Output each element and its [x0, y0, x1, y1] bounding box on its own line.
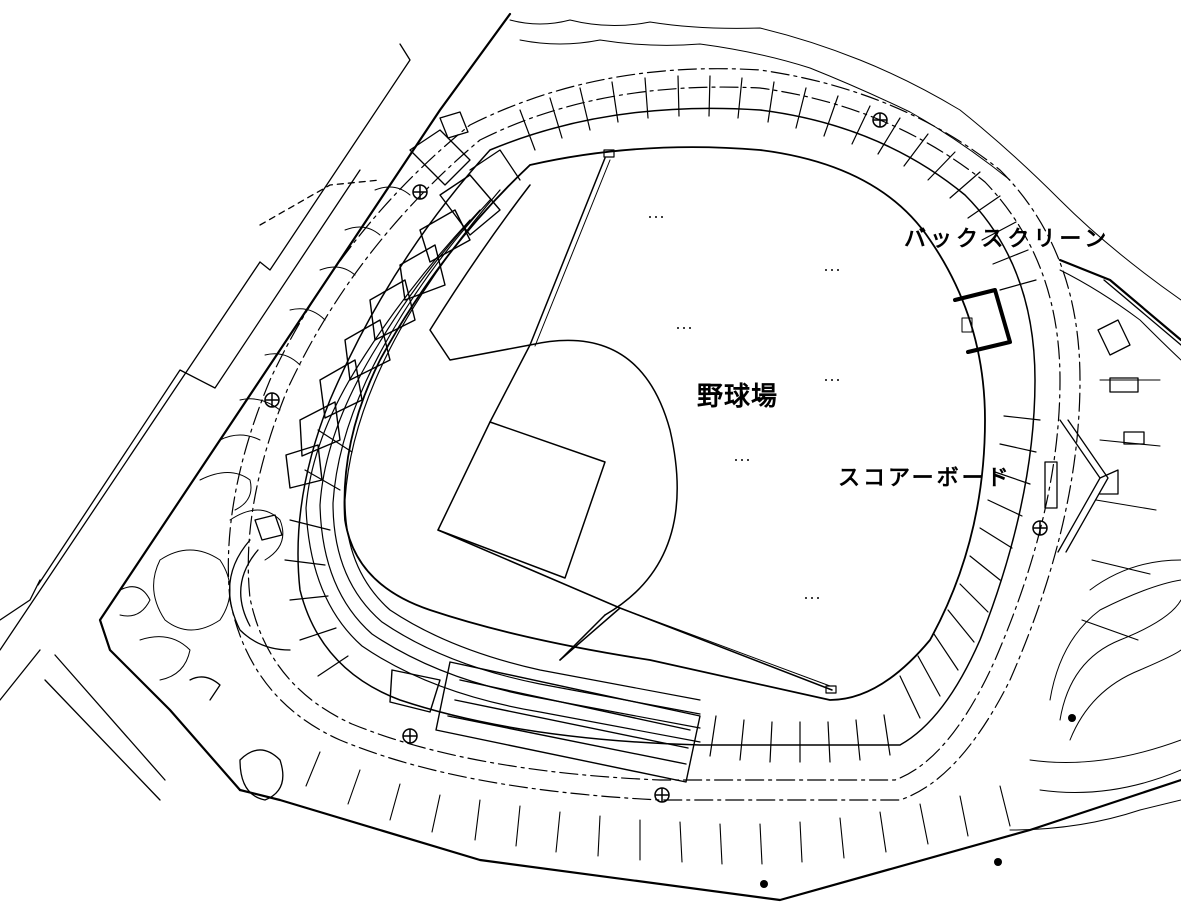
third-base-bench	[389, 661, 701, 783]
dot-icon	[1068, 714, 1076, 722]
outfield-fence	[343, 146, 986, 701]
back-screen	[953, 288, 1012, 354]
circle-cross-icon	[872, 112, 888, 128]
top-left-structures	[409, 111, 521, 186]
outer-ring-ticks	[305, 379, 1161, 865]
site-boundary	[98, 12, 1181, 902]
left-wooded-area	[119, 186, 411, 681]
small-buildings	[1097, 279, 1181, 445]
grandstand-outer-shell	[297, 107, 1036, 746]
stadium-label: 野球場	[697, 382, 779, 412]
tree-dots	[760, 714, 1076, 888]
scoreboard-label: スコアーボード	[838, 466, 1012, 491]
landscaping-contours	[1009, 559, 1181, 831]
back-screen-label: バックスクリーン	[904, 227, 1111, 252]
infield	[429, 157, 833, 691]
circle-cross-icon	[654, 787, 670, 803]
scoreboard-structure	[1044, 419, 1119, 553]
field-dots	[649, 216, 839, 599]
circle-cross-icon	[412, 184, 428, 200]
seating-section-dividers	[284, 75, 1041, 763]
wooded-fringe-top	[509, 19, 1181, 361]
circle-cross-markers	[264, 112, 1048, 803]
base-markers	[603, 149, 837, 694]
street-lines	[0, 43, 411, 801]
circle-cross-icon	[402, 728, 418, 744]
first-base-stands	[285, 174, 501, 489]
circle-cross-icon	[264, 392, 280, 408]
circle-cross-icon	[1032, 520, 1048, 536]
outer-concourse-ring	[227, 68, 1081, 801]
entrance-plaza	[189, 514, 291, 801]
dot-icon	[760, 880, 768, 888]
back-screen-inner	[961, 317, 973, 333]
dot-icon	[994, 858, 1002, 866]
